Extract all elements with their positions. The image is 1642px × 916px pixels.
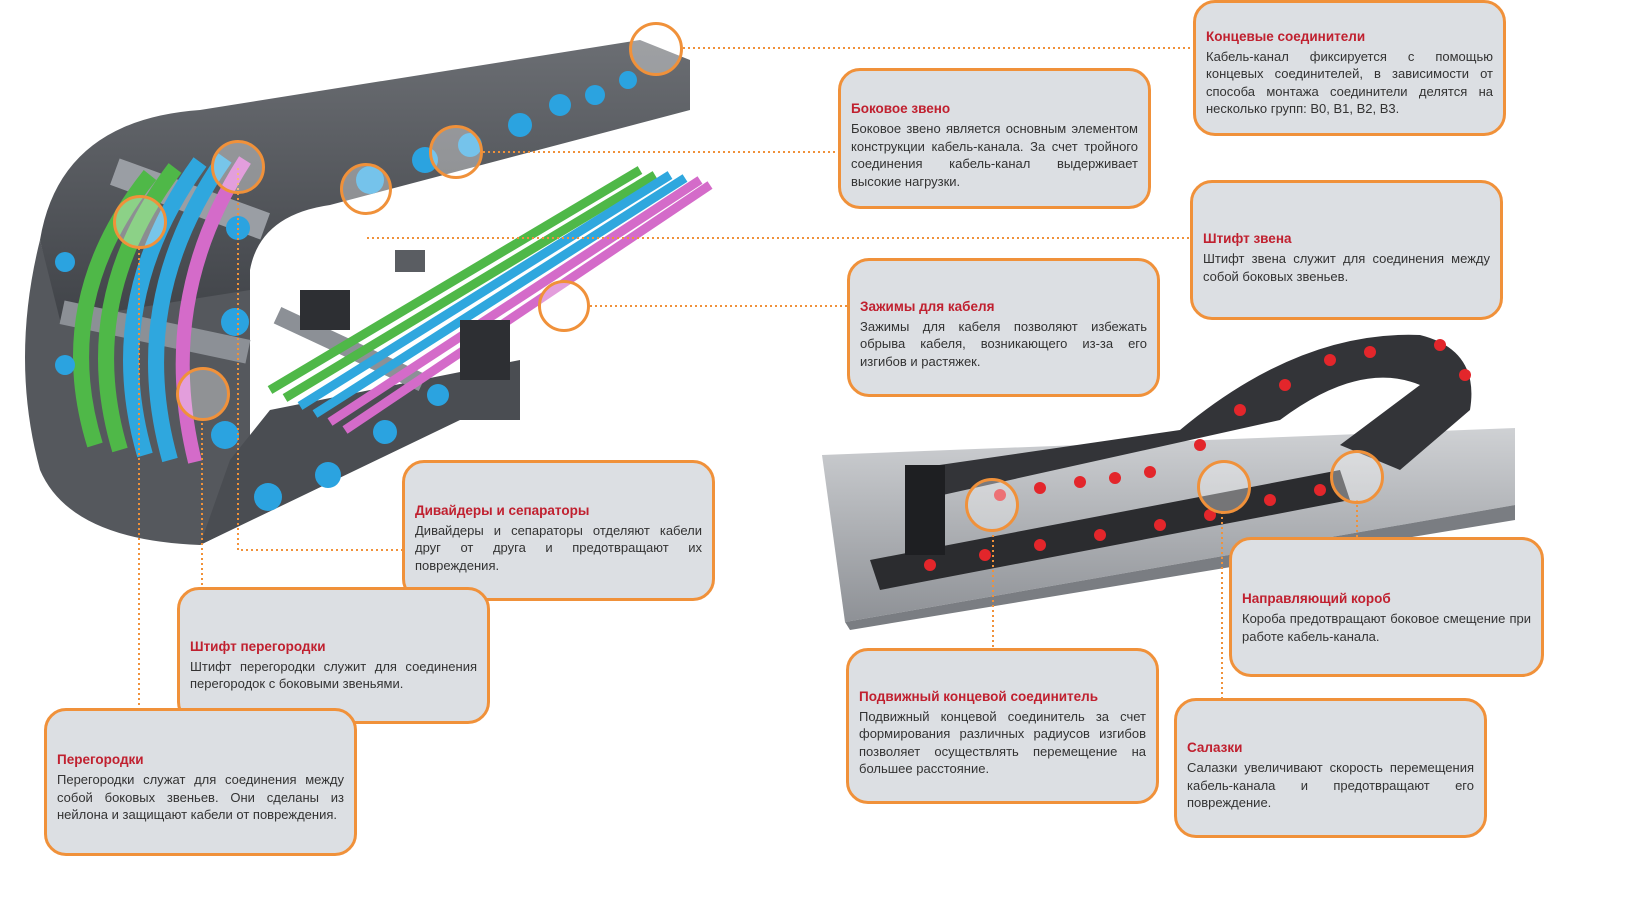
callout-side-link: Боковое звено Боковое звено является осн… — [838, 68, 1151, 209]
callout-body: Подвижный концевой соединитель за счет ф… — [859, 708, 1146, 777]
callout-title: Штифт перегородки — [190, 638, 326, 654]
marker-guide-channel — [1330, 450, 1384, 504]
marker-glide-shoes — [1197, 460, 1251, 514]
callout-partition-pin: Штифт перегородки Штифт перегородки служ… — [177, 587, 490, 724]
marker-cable-clamps — [538, 280, 590, 332]
callout-end-connectors: Концевые соединители Кабель-канал фиксир… — [1193, 0, 1506, 136]
leader-dividers — [237, 168, 405, 551]
marker-dividers — [211, 140, 265, 194]
marker-end-connectors — [629, 22, 683, 76]
callout-partitions: Перегородки Перегородки служат для соеди… — [44, 708, 357, 856]
callout-title: Салазки — [1187, 740, 1243, 756]
callout-body: Кабель-канал фиксируется с помощью конце… — [1206, 48, 1493, 117]
callout-body: Перегородки служат для соединения между … — [57, 772, 344, 823]
callout-glide-shoes: Салазки Салазки увеличивают скорость пер… — [1174, 698, 1487, 838]
callout-guide-channel: Направляющий короб Короба предотвращают … — [1229, 537, 1544, 677]
callout-title: Подвижный концевой соединитель — [859, 688, 1099, 704]
left-cable-chain-image — [25, 40, 713, 545]
callout-title: Зажимы для кабеля — [860, 298, 995, 314]
marker-side-link — [429, 125, 483, 179]
callout-title: Боковое звено — [851, 101, 951, 116]
callout-body: Штифт звена служит для соединения между … — [1203, 251, 1490, 284]
marker-partition-pin — [176, 367, 230, 421]
marker-moving-end-connector — [965, 478, 1019, 532]
callout-title: Перегородки — [57, 752, 144, 768]
callout-title: Штифт звена — [1203, 231, 1292, 246]
callout-dividers-separators: Дивайдеры и сепараторы Дивайдеры и сепар… — [402, 460, 715, 601]
leader-lines — [138, 47, 1358, 710]
callout-body: Короба предотвращают боковое смещение пр… — [1242, 611, 1531, 644]
callout-body: Дивайдеры и сепараторы отделяют кабели д… — [415, 522, 702, 573]
callout-body: Салазки увеличивают скорость перемещения… — [1187, 760, 1474, 811]
callout-link-pin: Штифт звена Штифт звена служит для соеди… — [1190, 180, 1503, 320]
callout-moving-end-connector: Подвижный концевой соединитель Подвижный… — [846, 648, 1159, 804]
callout-body: Боковое звено является основным элементо… — [851, 121, 1138, 189]
callout-title: Направляющий короб — [1242, 591, 1391, 606]
callout-title: Дивайдеры и сепараторы — [415, 502, 590, 518]
callout-body: Штифт перегородки служит для соединения … — [190, 658, 477, 692]
callout-body: Зажимы для кабеля позволяют избежать обр… — [860, 318, 1147, 369]
callout-cable-clamps: Зажимы для кабеля Зажимы для кабеля позв… — [847, 258, 1160, 397]
marker-link-pin — [340, 163, 392, 215]
callout-title: Концевые соединители — [1206, 28, 1366, 44]
marker-partitions — [113, 195, 167, 249]
